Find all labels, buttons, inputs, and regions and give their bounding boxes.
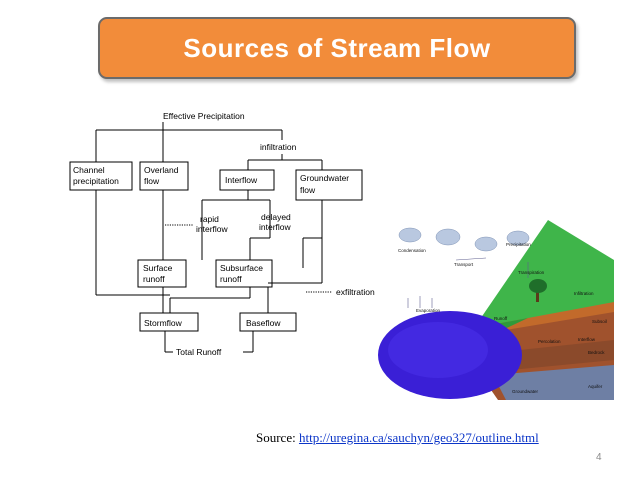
subsurface-runoff-label-1: Subsurface — [220, 263, 263, 273]
source-citation: Source: http://uregina.ca/sauchyn/geo327… — [256, 430, 539, 446]
water-cycle-illustration: Condensation Transport Precipitation Tra… — [378, 200, 614, 400]
groundwater-flow-label-1: Groundwater — [300, 173, 349, 183]
groundwater-flow-label-2: flow — [300, 185, 316, 195]
interflow-illus-label: Interflow — [578, 337, 596, 342]
overland-flow-label-2: flow — [144, 176, 160, 186]
channel-precipitation-label-2: precipitation — [73, 176, 119, 186]
rapid-interflow-label-2: interflow — [196, 224, 229, 234]
infiltration-illus-label: Infiltration — [574, 291, 594, 296]
transport-label: Transport — [454, 262, 474, 267]
precipitation-label: Precipitation — [506, 242, 531, 247]
stormflow-label: Stormflow — [144, 318, 183, 328]
effective-precipitation-label: Effective Precipitation — [163, 111, 245, 121]
subsoil-label: Subsoil — [592, 319, 607, 324]
aquifer-label: Aquifer — [588, 384, 603, 389]
channel-precipitation-label-1: Channel — [73, 165, 105, 175]
delayed-interflow-label-2: interflow — [259, 222, 292, 232]
infiltration-label: infiltration — [260, 142, 297, 152]
transpiration-label: Transpiration — [518, 270, 545, 275]
total-runoff-label: Total Runoff — [176, 347, 222, 357]
surface-runoff-label-2: runoff — [143, 274, 165, 284]
overland-flow-label-1: Overland — [144, 165, 179, 175]
exfiltration-label: exfiltration — [336, 287, 375, 297]
page-number: 4 — [596, 452, 602, 463]
source-label: Source: — [256, 430, 296, 445]
source-link[interactable]: http://uregina.ca/sauchyn/geo327/outline… — [298, 430, 539, 445]
condensation-label: Condensation — [398, 248, 426, 253]
subsurface-runoff-label-2: runoff — [220, 274, 242, 284]
rapid-interflow-label-1: rapid — [200, 214, 219, 224]
percolation-label: Percolation — [538, 339, 561, 344]
runoff-label: Runoff — [494, 316, 508, 321]
stream-flow-diagram: Effective Precipitation infiltration Cha… — [69, 111, 375, 357]
bedrock-label: Bedrock — [588, 350, 605, 355]
groundwater-label: Groundwater — [512, 389, 539, 394]
delayed-interflow-label-1: delayed — [261, 212, 291, 222]
evaporation-label: Evaporation — [416, 308, 441, 313]
interflow-label: Interflow — [225, 175, 258, 185]
title-banner: Sources of Stream Flow — [98, 17, 576, 79]
baseflow-label: Baseflow — [246, 318, 281, 328]
slide-title: Sources of Stream Flow — [183, 32, 491, 63]
surface-runoff-label-1: Surface — [143, 263, 173, 273]
